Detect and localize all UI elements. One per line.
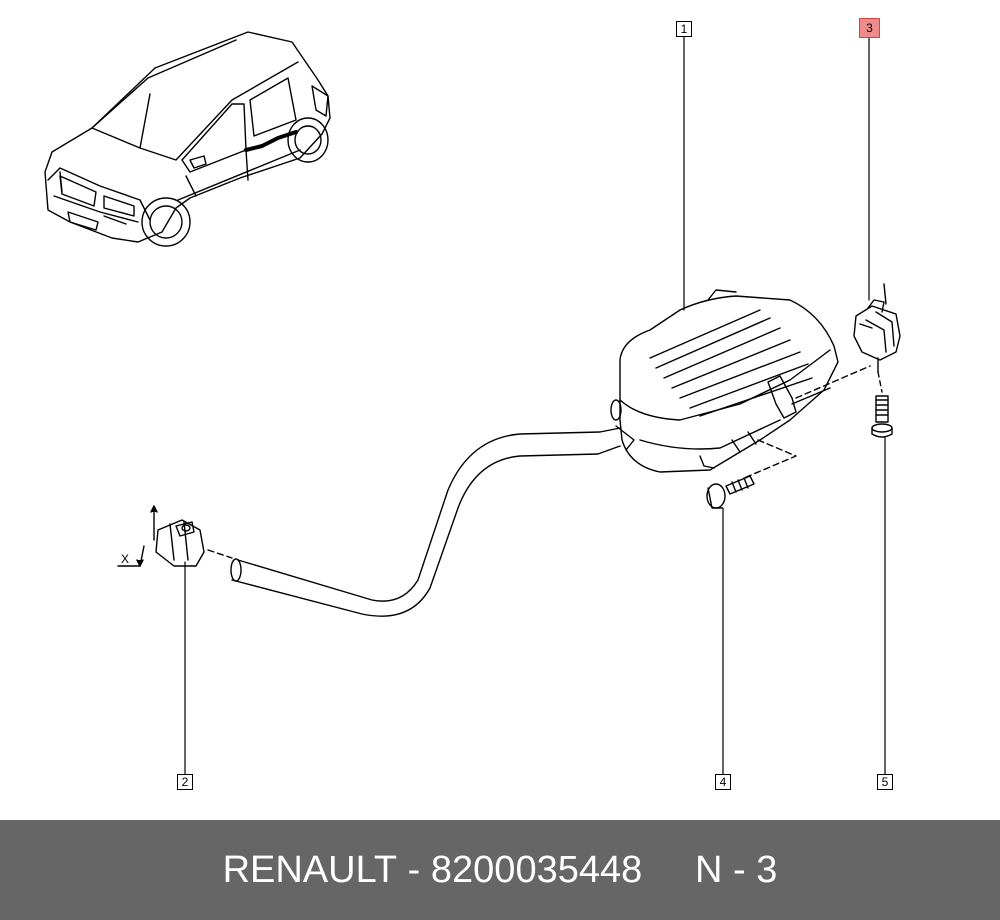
callout-5[interactable]: 5 <box>877 774 893 790</box>
silencer-bolt <box>706 475 755 509</box>
clamp <box>117 505 205 567</box>
brand-name: RENAULT <box>222 848 398 891</box>
brand-separator: - <box>397 848 431 891</box>
rear-silencer <box>610 289 871 479</box>
part-number: 8200035448 <box>430 848 643 891</box>
reference-code: N - 3 <box>695 848 778 891</box>
callout-1[interactable]: 1 <box>676 21 692 37</box>
hanger-bolt <box>871 371 893 438</box>
exhaust-diagram <box>44 31 901 775</box>
footer-bar: RENAULT - 8200035448 N - 3 <box>0 820 1000 920</box>
callout-2[interactable]: 2 <box>177 774 193 790</box>
axis-x-label: X <box>121 552 130 566</box>
callout-3[interactable]: 3 <box>859 18 880 38</box>
exhaust-pipe <box>207 425 635 617</box>
footer-gap <box>642 849 695 892</box>
leader-lines <box>184 36 886 775</box>
rubber-hanger <box>853 283 901 373</box>
car-illustration <box>44 31 331 247</box>
callout-4[interactable]: 4 <box>715 774 731 790</box>
